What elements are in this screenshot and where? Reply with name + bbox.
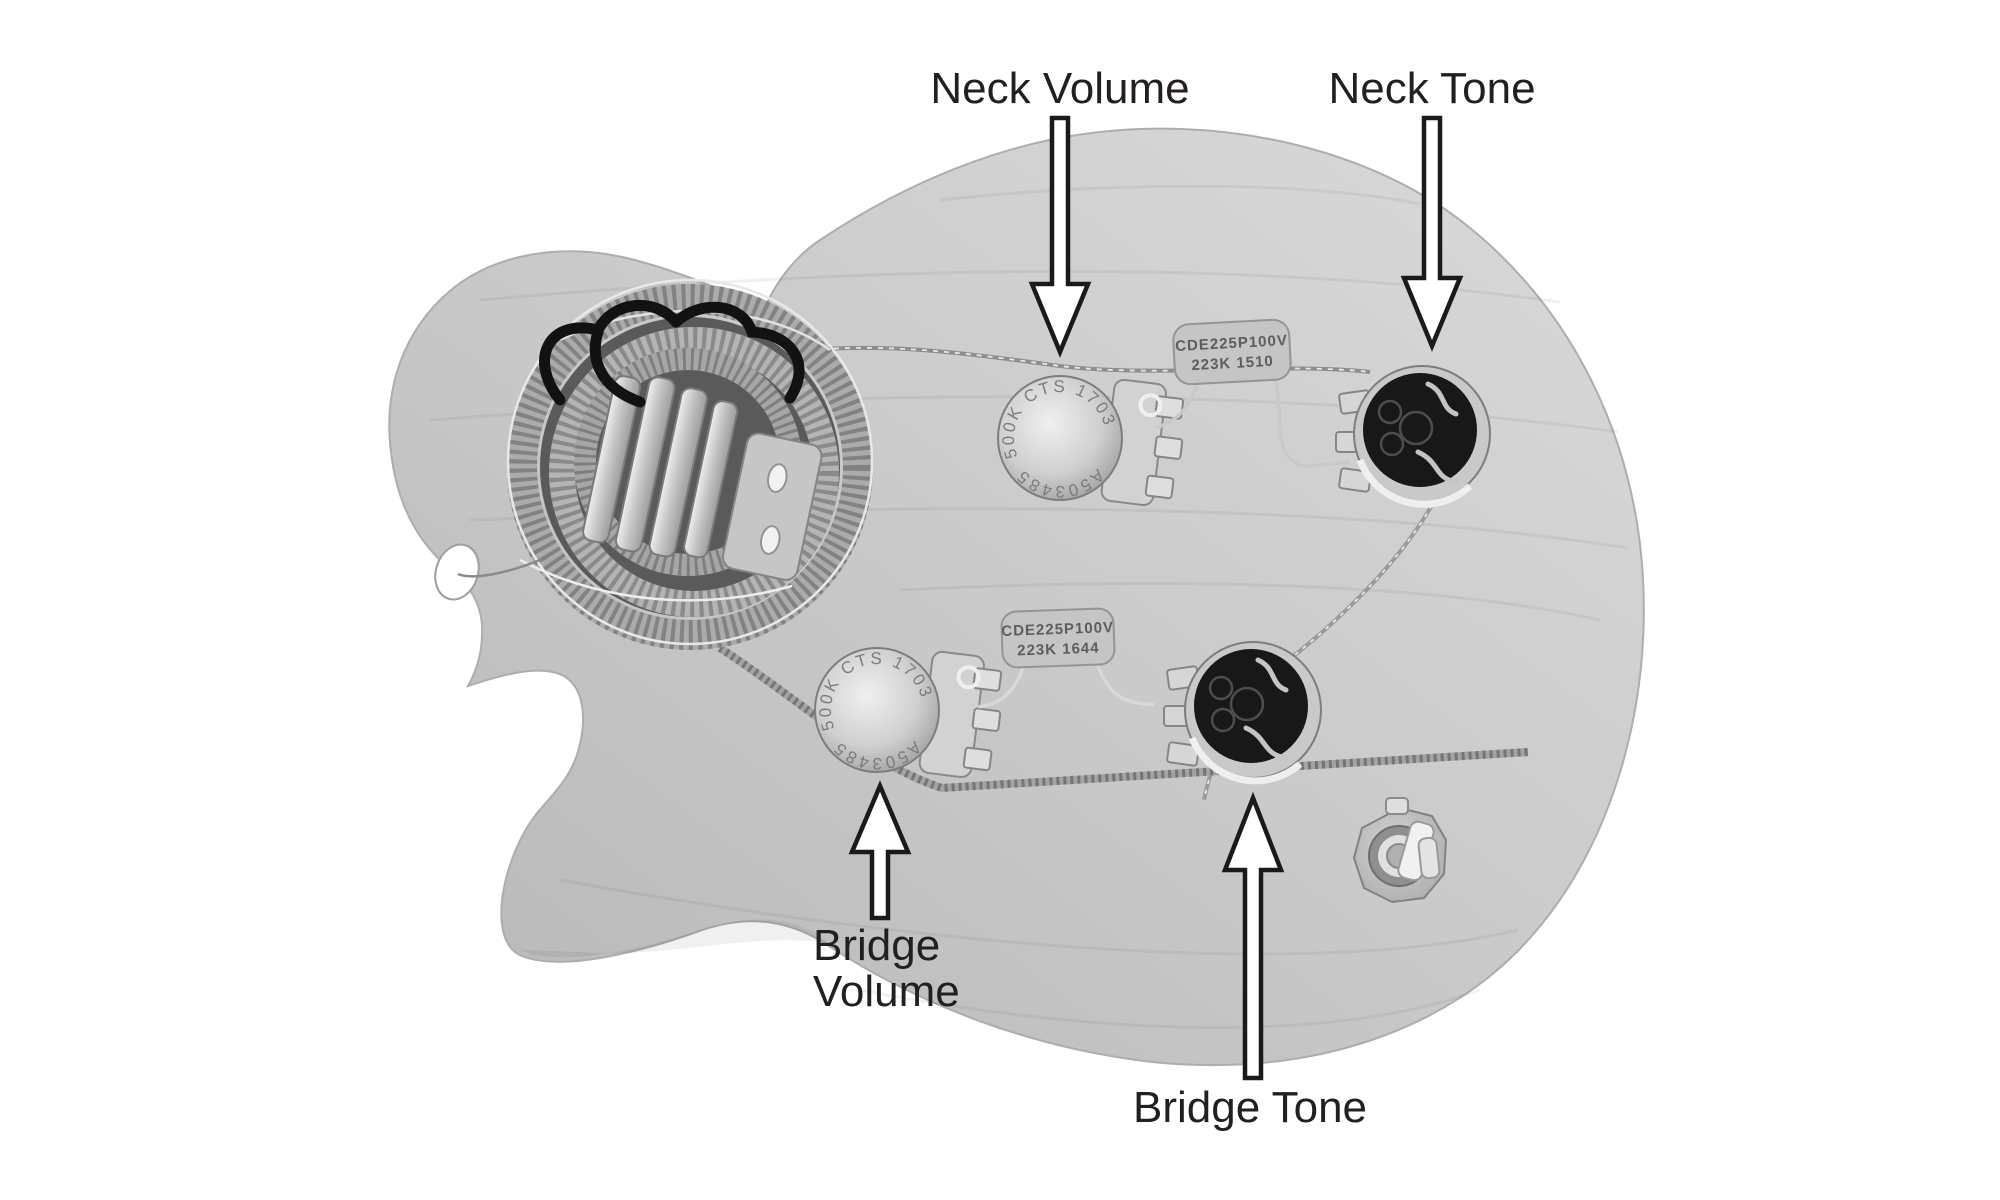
twisted-wire-neck-highlight <box>811 346 1371 373</box>
bridge-volume-pot-body <box>814 647 940 773</box>
output-jack <box>1352 797 1448 904</box>
bridge-tone-pot <box>1163 641 1322 785</box>
bridge-tone-label: Bridge Tone <box>1133 1083 1367 1132</box>
bridge-tone-stamps <box>1208 675 1265 733</box>
bridge-cap-lead-left <box>978 666 1025 709</box>
neck-cap-body <box>1172 318 1292 386</box>
bridge-cap-body <box>1000 607 1116 669</box>
jack-tab <box>1385 797 1409 815</box>
neck-cap-lead-left <box>1155 381 1200 430</box>
stray-wire-ring <box>506 278 874 646</box>
bridge-tone-arrow <box>1221 791 1285 1081</box>
neck-tone-arrow <box>1400 115 1464 352</box>
neck-volume-lugs <box>1100 378 1185 507</box>
mounting-hole <box>434 543 480 601</box>
bridge-volume-arrow <box>848 780 912 921</box>
braided-coil <box>506 278 874 650</box>
neck-tone-rim-highlight <box>1356 458 1473 508</box>
toggle-switch <box>582 375 823 581</box>
switch-flange <box>721 432 823 581</box>
neck-volume-arrow <box>1028 115 1092 358</box>
bridge-cap-label-2: 223K 1644 <box>1017 640 1100 660</box>
bridge-volume-label-line2: Volume <box>813 967 960 1016</box>
neck-cap-label-1: CDE225P100V <box>1175 332 1288 355</box>
solder-joint-wire <box>457 558 541 578</box>
bridge-cap-label-1: CDE225P100V <box>1001 619 1114 640</box>
neck-tone-stamps <box>1377 399 1434 457</box>
neck-tone-solder <box>1415 381 1459 485</box>
bridge-tone-rim-highlight <box>1188 736 1303 785</box>
neck-volume-label: Neck Volume <box>930 64 1189 113</box>
bridge-volume-label-line1: Bridge <box>813 921 940 970</box>
neck-tone-capacitor: CDE225P100V 223K 1510 <box>1155 318 1351 469</box>
jack-clip-2 <box>1417 836 1441 880</box>
neck-tone-pot-back <box>1363 373 1477 487</box>
bridge-cap-lead-right <box>1095 662 1155 707</box>
neck-cap-label-2: 223K 1510 <box>1191 353 1274 374</box>
wood-shadow-horn <box>520 919 830 958</box>
neck-volume-pot: 500K CTS 1703 A503485 <box>983 361 1185 507</box>
neck-tone-label: Neck Tone <box>1328 64 1535 113</box>
neck-cap-lead-right <box>1271 375 1351 469</box>
neck-tone-pot <box>1335 365 1491 508</box>
bridge-tone-solder <box>1243 657 1289 761</box>
neck-volume-pot-body <box>997 375 1123 501</box>
bridge-tone-pot-back <box>1194 649 1308 763</box>
stray-wire-arc <box>519 558 793 602</box>
callouts: Neck Volume Neck Tone Bridge Volume Brid… <box>813 64 1536 1132</box>
toggle-switch-coil-assembly <box>457 278 874 650</box>
bridge-tone-capacitor: CDE225P100V 223K 1644 <box>978 607 1155 709</box>
black-wires <box>539 299 805 408</box>
